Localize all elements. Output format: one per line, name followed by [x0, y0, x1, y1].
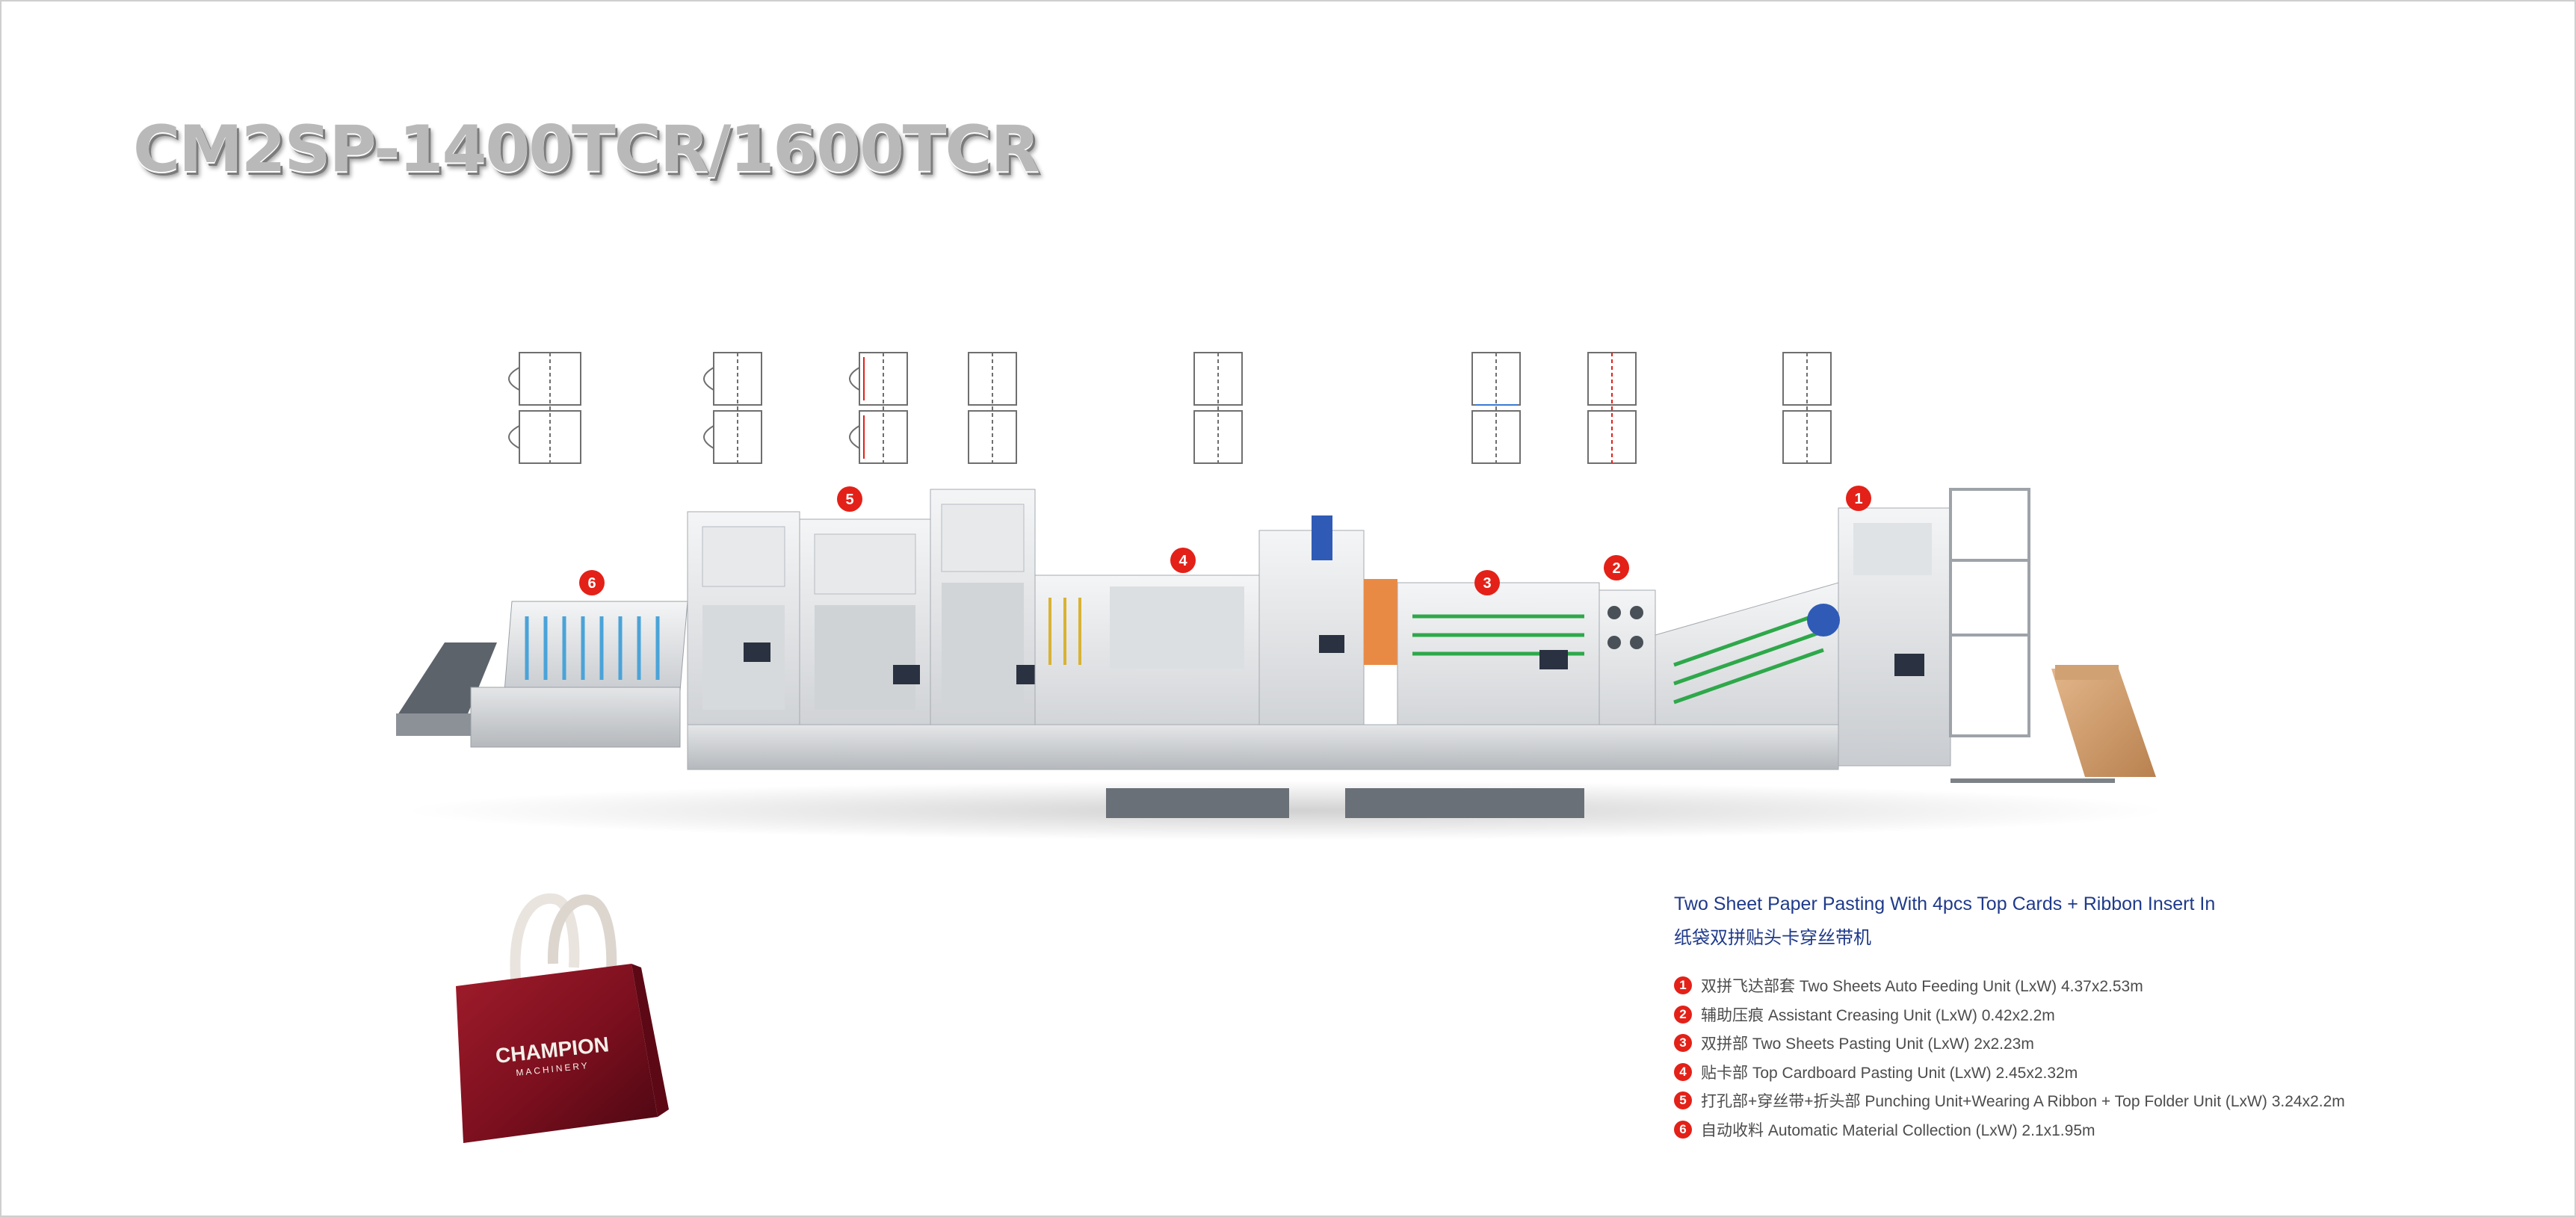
number-badge: 4	[1674, 1062, 1692, 1081]
svg-text:1: 1	[1854, 491, 1862, 507]
svg-text:5: 5	[845, 492, 853, 508]
number-badge: 3	[1674, 1034, 1692, 1053]
marker-3	[1474, 570, 1500, 595]
svg-text:4: 4	[1179, 553, 1187, 569]
list-item: 3 双拼部 Two Sheets Pasting Unit (LxW) 2x2.…	[1674, 1029, 2541, 1058]
unit-spec-text: 辅助压痕 Assistant Creasing Unit (LxW) 0.42x…	[1701, 1006, 2055, 1024]
svg-text:6: 6	[587, 575, 596, 592]
feeding-unit	[1655, 488, 2156, 783]
collection-unit	[396, 601, 688, 748]
machine-illustration: 1 2 3 4 5 6	[374, 336, 2197, 867]
unit-spec-text: 贴卡部 Top Cardboard Pasting Unit (LxW) 2.4…	[1701, 1064, 2078, 1082]
list-item: 4 贴卡部 Top Cardboard Pasting Unit (LxW) 2…	[1674, 1058, 2541, 1087]
model-title: CM2SP-1400TCR/1600TCR	[133, 112, 1040, 187]
marker-2	[1604, 555, 1629, 580]
unit-spec-text: 双拼飞达部套 Two Sheets Auto Feeding Unit (LxW…	[1701, 978, 2143, 996]
svg-text:2: 2	[1612, 560, 1620, 577]
product-title-chinese: 纸袋双拼贴头卡穿丝带机	[1674, 927, 1871, 948]
marker-4	[1170, 548, 1196, 573]
unit-spec-text: 双拼部 Two Sheets Pasting Unit (LxW) 2x2.23…	[1701, 1035, 2034, 1053]
list-item: 5 打孔部+穿丝带+折头部 Punching Unit+Wearing A Ri…	[1674, 1086, 2541, 1115]
product-info: Two Sheet Paper Pasting With 4pcs Top Ca…	[1674, 894, 2541, 1144]
list-item: 6 自动收料 Automatic Material Collection (Lx…	[1674, 1115, 2541, 1145]
svg-text:3: 3	[1483, 575, 1491, 592]
product-title-english: Two Sheet Paper Pasting With 4pcs Top Ca…	[1674, 894, 2216, 914]
number-badge: 2	[1674, 1005, 1692, 1024]
number-badge: 1	[1674, 976, 1692, 995]
list-item: 2 辅助压痕 Assistant Creasing Unit (LxW) 0.4…	[1674, 1000, 2541, 1029]
unit-spec-text: 自动收料 Automatic Material Collection (LxW)…	[1701, 1121, 2095, 1139]
unit-number-markers: 1 2 3 4 5 6	[579, 486, 1871, 595]
marker-1	[1846, 486, 1871, 511]
marker-6	[579, 570, 605, 595]
top-card-pasting-unit	[1034, 515, 1365, 818]
marker-5	[837, 486, 862, 512]
champion-bag-image: CHAMPION MACHINERY	[441, 893, 680, 1154]
number-badge: 5	[1674, 1091, 1692, 1110]
bag-diagram-icons	[508, 352, 1832, 464]
unit-spec-text: 打孔部+穿丝带+折头部 Punching Unit+Wearing A Ribb…	[1701, 1093, 2345, 1111]
number-badge: 6	[1674, 1120, 1692, 1139]
unit-spec-list: 1 双拼飞达部套 Two Sheets Auto Feeding Unit (L…	[1674, 971, 2541, 1144]
list-item: 1 双拼飞达部套 Two Sheets Auto Feeding Unit (L…	[1674, 971, 2541, 1000]
